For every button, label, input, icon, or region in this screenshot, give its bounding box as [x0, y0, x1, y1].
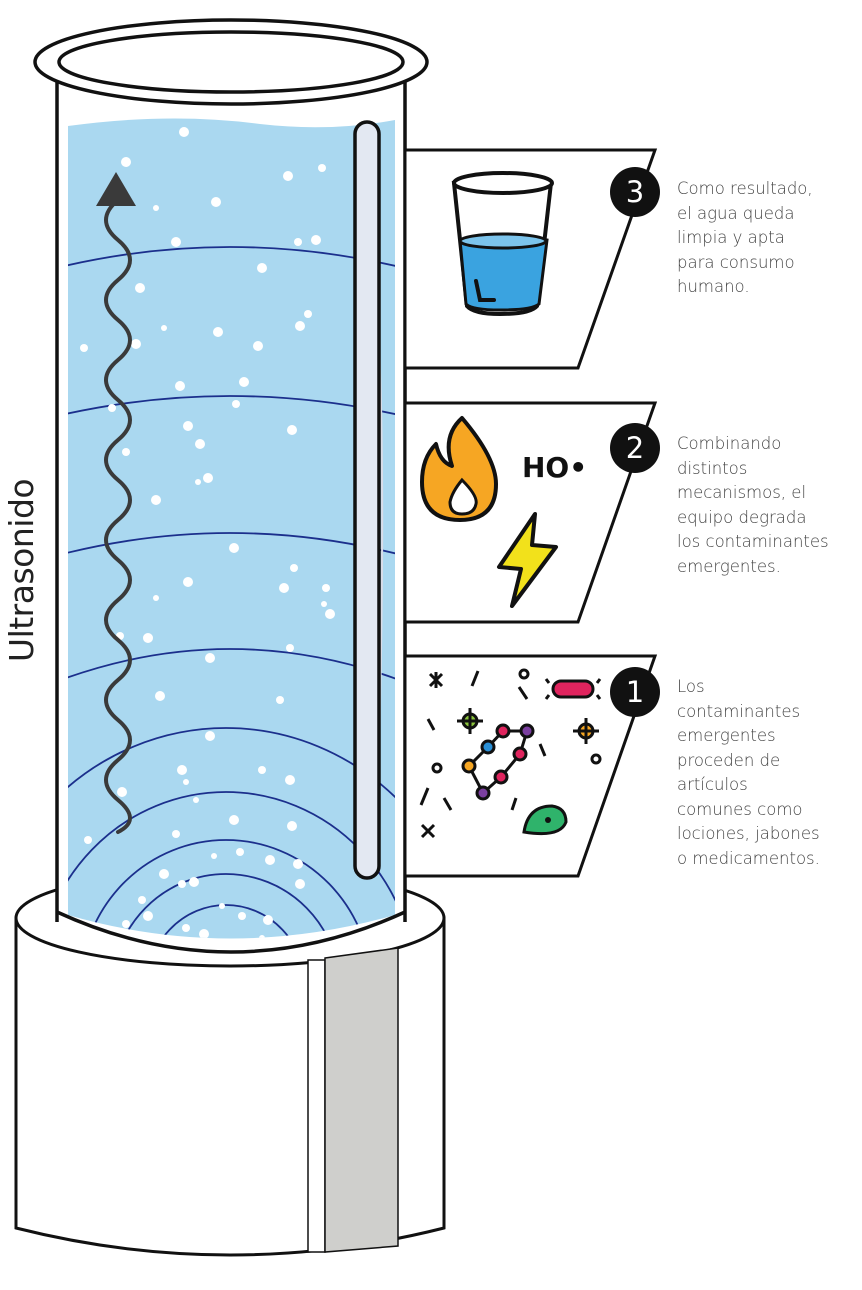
step-3-badge: 3: [610, 167, 660, 217]
step-1-line: comunes como: [677, 799, 803, 819]
step-2-line: los contaminantes: [677, 532, 829, 551]
step-1-line: lociones, jabones: [677, 824, 820, 843]
step-2-description: Combinando distintos mecanismos, el equi…: [677, 432, 857, 579]
step-1-badge: 1: [610, 667, 660, 717]
step-3-line: limpia y apta: [677, 228, 785, 247]
step-2-line: mecanismos, el: [677, 483, 807, 502]
particles: [419, 668, 602, 839]
germ-icon: [522, 804, 568, 836]
water-glass-icon: [451, 171, 554, 317]
step-2-line: equipo degrada: [677, 507, 807, 527]
step-2-line: emergentes.: [677, 556, 781, 576]
step-1-line: artículos: [677, 775, 748, 794]
molecule-icon: [461, 723, 535, 801]
step-2-line: distintos: [677, 458, 748, 478]
step-1-line: emergentes: [677, 726, 776, 745]
step-3-line: Como resultado,: [677, 179, 813, 198]
virus-icon: [457, 708, 599, 744]
panel-step-2: [403, 401, 658, 624]
lightning-icon: [497, 512, 558, 608]
step-3-description: Como resultado, el agua queda limpia y a…: [677, 177, 857, 300]
step-3-line: el agua queda: [677, 203, 795, 223]
step-2-badge: 2: [610, 423, 660, 473]
step-1-line: o medicamentos.: [677, 848, 820, 868]
fire-icon: [420, 416, 498, 522]
step-1-description: Los contaminantes emergentes proceden de…: [677, 675, 857, 871]
bubbles: [80, 127, 335, 939]
arrow-head-icon: [96, 172, 136, 206]
panel-step-1: [403, 654, 658, 878]
step-1-line: proceden de: [677, 750, 781, 770]
water-body: [68, 118, 395, 939]
panel-step-3: [403, 148, 658, 370]
step-1-line: contaminantes: [677, 701, 801, 721]
glass-tube: [33, 18, 429, 954]
step-1-line: Los: [677, 677, 705, 696]
ultrasound-label: Ultrasonido: [2, 460, 42, 680]
hydroxyl-radical-label: HO•: [522, 451, 588, 484]
step-3-line: para consumo: [677, 252, 795, 272]
ultrasound-label-text: Ultrasonido: [2, 478, 42, 662]
wavy-arrow: [104, 198, 132, 834]
tube-rim: [33, 18, 429, 106]
step-3-line: humano.: [677, 277, 750, 296]
step-2-line: Combinando: [677, 434, 782, 453]
bacteria-icon: [544, 678, 602, 700]
electrode-rod: [353, 120, 381, 880]
